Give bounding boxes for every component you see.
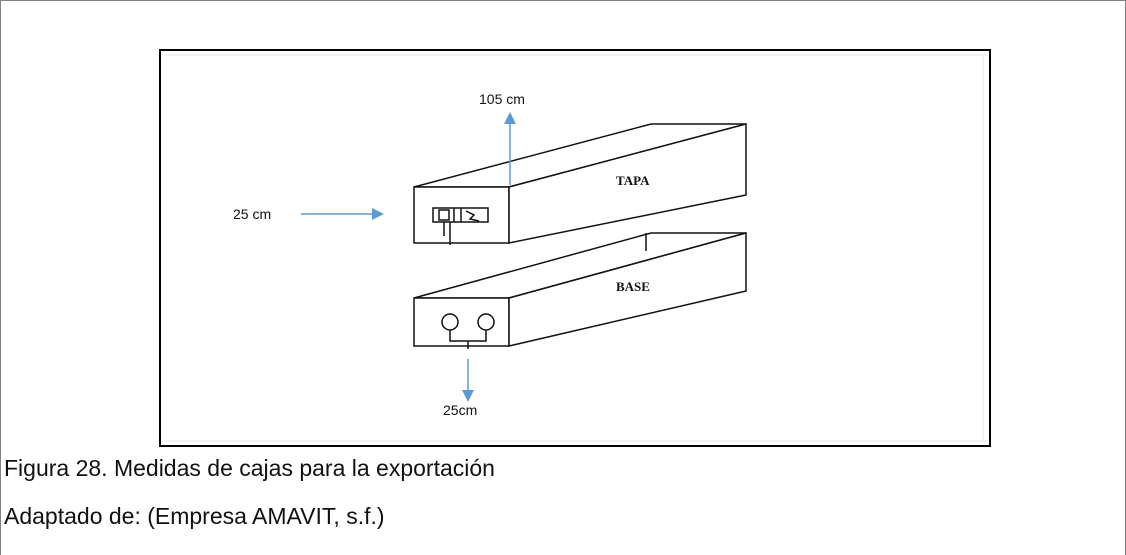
top-dimension-label: 105 cm: [479, 91, 525, 107]
box-diagram: TAPA BASE: [163, 54, 987, 442]
bottom-dimension-label: 25cm: [443, 402, 477, 418]
base-box: [413, 232, 747, 347]
lid-front-emblem: [432, 207, 489, 245]
lid-label: TAPA: [616, 173, 650, 188]
lid-box: [413, 123, 747, 244]
base-label: BASE: [616, 279, 650, 294]
background-grid: [163, 54, 987, 442]
base-front-emblem: [441, 313, 495, 349]
figure-caption: Figura 28. Medidas de cajas para la expo…: [4, 455, 495, 481]
figure-frame: TAPA BASE: [159, 49, 991, 447]
left-dimension-label: 25 cm: [233, 206, 271, 222]
figure-source: Adaptado de: (Empresa AMAVIT, s.f.): [4, 503, 385, 529]
